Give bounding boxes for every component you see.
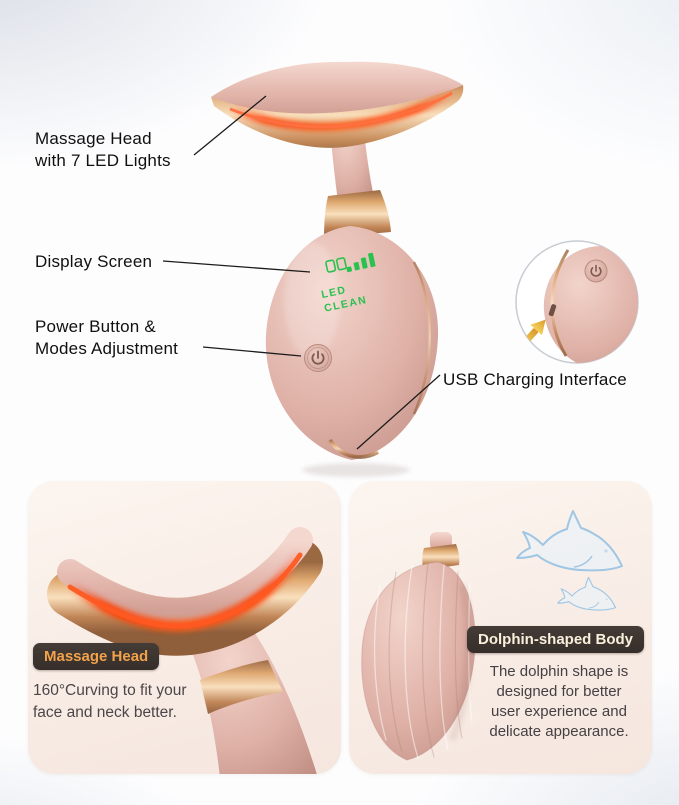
massage-head-description: 160°Curving to fit your face and neck be… (33, 682, 187, 721)
mode-segment-icon (325, 257, 347, 273)
dolphin-body-badge: Dolphin-shaped Body (467, 626, 644, 653)
led-strip (228, 89, 455, 131)
display-clean-label: CLEAN (323, 294, 368, 315)
leader-line-usb (356, 374, 441, 450)
callout-power-button-label: Power Button & Modes Adjustment (35, 317, 179, 358)
usb-inset-circle (515, 240, 639, 364)
power-icon (311, 350, 325, 365)
device-neck (324, 108, 391, 238)
power-button (304, 344, 332, 372)
usb-port (548, 304, 557, 317)
display-screen: LED CLEAN (320, 252, 376, 315)
card-massage-head (28, 481, 341, 774)
leader-lines (162, 95, 441, 450)
massage-head (211, 61, 464, 148)
usb-port (328, 438, 379, 459)
callout-usb-label: USB Charging Interface (443, 370, 627, 389)
main-device: LED CLEAN (211, 61, 464, 477)
callout-display-screen-label: Display Screen (35, 252, 153, 271)
leader-line-massage-head (193, 95, 267, 156)
dolphin-body-description: The dolphin shape is designed for better… (489, 663, 629, 740)
leader-line-display (162, 260, 311, 273)
battery-level-bars-icon (346, 252, 376, 273)
arrow-icon (522, 319, 546, 345)
power-icon (590, 264, 602, 277)
callout-massage-head-label: Massage Head with 7 LED Lights (35, 129, 171, 170)
inset-device-body (543, 246, 638, 363)
device-shadow (302, 463, 410, 477)
inset-power-button (584, 259, 608, 283)
leader-line-power (202, 346, 302, 357)
display-led-label: LED (320, 284, 347, 301)
device-body (265, 226, 439, 460)
massage-head-badge: Massage Head (33, 643, 160, 670)
